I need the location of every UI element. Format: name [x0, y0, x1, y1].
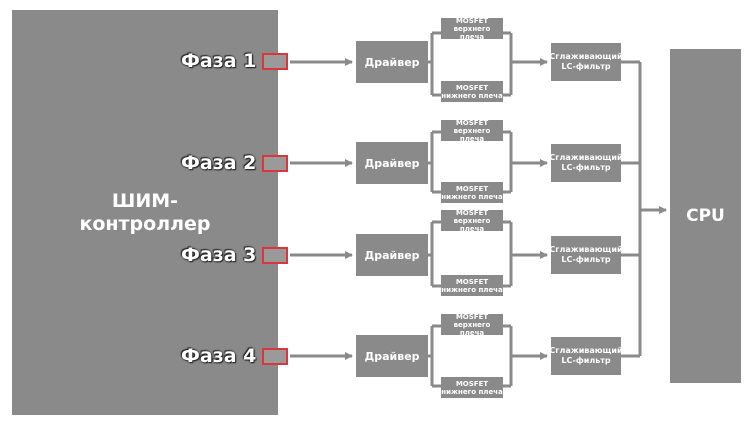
phase-2-driver: Драйвер — [356, 142, 428, 184]
phase-4-lc-filter: Сглаживающий LC-фильтр — [549, 337, 623, 375]
filter-title: Сглаживающий — [549, 52, 623, 61]
phase-1-lc-filter: Сглаживающий LC-фильтр — [549, 43, 623, 81]
mosfet-subtitle: верхнего плеча — [453, 24, 491, 41]
filter-subtitle: LC-фильтр — [561, 255, 611, 264]
mosfet-subtitle: нижнего плеча — [441, 285, 503, 294]
filter-title: Сглаживающий — [549, 153, 623, 162]
mosfet-title: MOSFET — [455, 379, 489, 388]
phase-2-mosfet-high: MOSFET верхнего плеча — [441, 118, 503, 143]
mosfet-subtitle: нижнего плеча — [441, 91, 503, 100]
mosfet-subtitle: нижнего плеча — [441, 387, 503, 396]
phase-3-mosfet-high: MOSFET верхнего плеча — [441, 208, 503, 233]
phase-1-label: Фаза 1 — [181, 50, 257, 72]
phase-1-mosfet-high: MOSFET верхнего плеча — [441, 16, 503, 41]
mosfet-subtitle: верхнего плеча — [453, 126, 491, 143]
phase-2-label: Фаза 2 — [181, 152, 257, 174]
filter-subtitle: LC-фильтр — [561, 62, 611, 71]
phase-3-lc-filter: Сглаживающий LC-фильтр — [549, 236, 623, 274]
filter-title: Сглаживающий — [549, 346, 623, 355]
cpu-label: CPU — [686, 206, 725, 226]
phase-1-mosfet-low: MOSFET нижнего плеча — [441, 81, 503, 102]
mosfet-subtitle: верхнего плеча — [453, 320, 491, 337]
phase-1-driver: Драйвер — [356, 41, 428, 83]
phase-3-driver: Драйвер — [356, 234, 428, 276]
phase-2-mosfet-low: MOSFET нижнего плеча — [441, 182, 503, 203]
pwm-controller-label-line2: контроллер — [79, 212, 211, 235]
phase-2-lc-filter: Сглаживающий LC-фильтр — [549, 144, 623, 182]
phase-4-label: Фаза 4 — [181, 345, 257, 367]
filter-subtitle: LC-фильтр — [561, 163, 611, 172]
filter-subtitle: LC-фильтр — [561, 356, 611, 365]
mosfet-title: MOSFET — [455, 312, 489, 321]
phase-3-label: Фаза 3 — [181, 244, 257, 266]
phase-4-port — [262, 348, 288, 365]
mosfet-subtitle: нижнего плеча — [441, 192, 503, 201]
mosfet-title: MOSFET — [455, 184, 489, 193]
mosfet-title: MOSFET — [455, 208, 489, 217]
mosfet-title: MOSFET — [455, 83, 489, 92]
phase-1-port — [262, 53, 288, 70]
filter-title: Сглаживающий — [549, 245, 623, 254]
mosfet-title: MOSFET — [455, 277, 489, 286]
phase-4-mosfet-low: MOSFET нижнего плеча — [441, 377, 503, 398]
phase-3-port — [262, 247, 288, 264]
phase-4-driver: Драйвер — [356, 335, 428, 377]
phase-4-mosfet-high: MOSFET верхнего плеча — [441, 312, 503, 337]
mosfet-title: MOSFET — [455, 118, 489, 127]
mosfet-subtitle: верхнего плеча — [453, 216, 491, 233]
pwm-controller-block: ШИМ- контроллер — [12, 10, 278, 415]
cpu-block: CPU — [670, 49, 741, 383]
phase-2-port — [262, 155, 288, 172]
pwm-controller-label-line1: ШИМ- — [111, 189, 179, 212]
pwm-controller-label: ШИМ- контроллер — [79, 190, 210, 236]
mosfet-title: MOSFET — [455, 16, 489, 25]
phase-3-mosfet-low: MOSFET нижнего плеча — [441, 275, 503, 296]
